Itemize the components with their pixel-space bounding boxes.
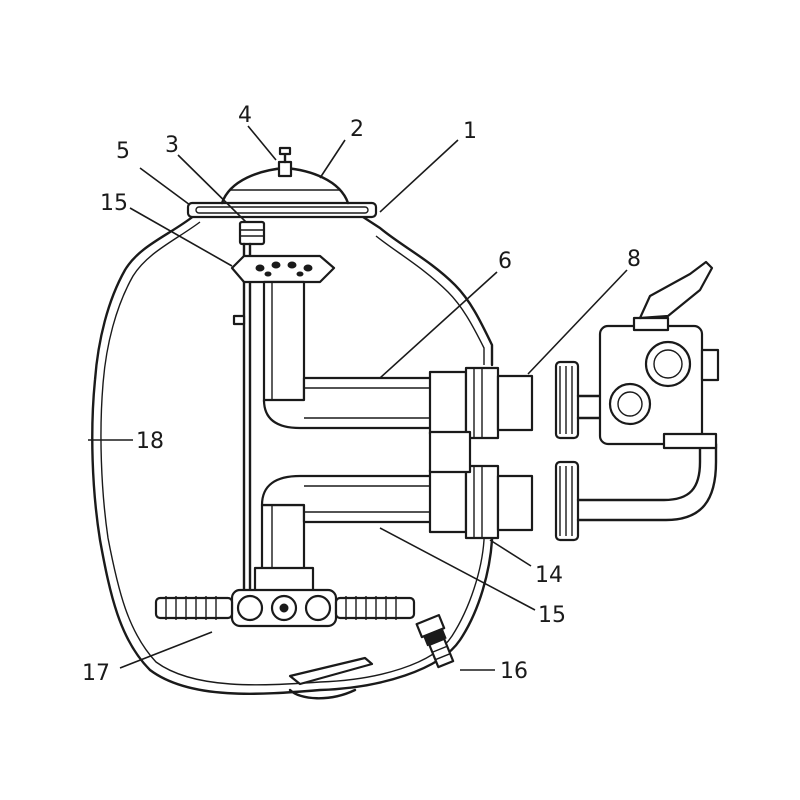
drain-plug bbox=[415, 614, 455, 669]
callout-14: 14 bbox=[535, 563, 563, 588]
upper-inlet-pipe bbox=[262, 280, 534, 440]
right-laterals bbox=[334, 596, 416, 620]
air-vent-valve bbox=[277, 146, 293, 178]
callout-5: 5 bbox=[116, 139, 130, 164]
top-fitting bbox=[232, 220, 266, 592]
filter-tank bbox=[91, 213, 494, 700]
callout-16: 16 bbox=[500, 659, 528, 684]
callout-labels: 1 2 3 4 5 15 6 8 18 14 15 16 17 bbox=[82, 103, 641, 686]
top-diffuser bbox=[230, 254, 336, 284]
callout-15-upper: 15 bbox=[100, 191, 128, 216]
callout-2: 2 bbox=[350, 117, 364, 142]
callout-8: 8 bbox=[627, 247, 641, 272]
multiport-valve bbox=[576, 260, 720, 522]
callout-6: 6 bbox=[498, 249, 512, 274]
lower-outlet-pipe bbox=[260, 430, 534, 577]
callout-17: 17 bbox=[82, 661, 110, 686]
left-laterals bbox=[154, 596, 234, 620]
callout-3: 3 bbox=[165, 133, 179, 158]
callout-18: 18 bbox=[136, 429, 164, 454]
callout-leaders bbox=[88, 125, 628, 671]
union-nut-upper bbox=[554, 360, 580, 440]
lateral-collector bbox=[154, 566, 416, 628]
callout-4: 4 bbox=[238, 103, 252, 128]
union-nut-lower bbox=[554, 460, 580, 542]
callout-15-lower: 15 bbox=[538, 603, 566, 628]
callout-1: 1 bbox=[463, 119, 477, 144]
filter-lid bbox=[186, 166, 378, 219]
